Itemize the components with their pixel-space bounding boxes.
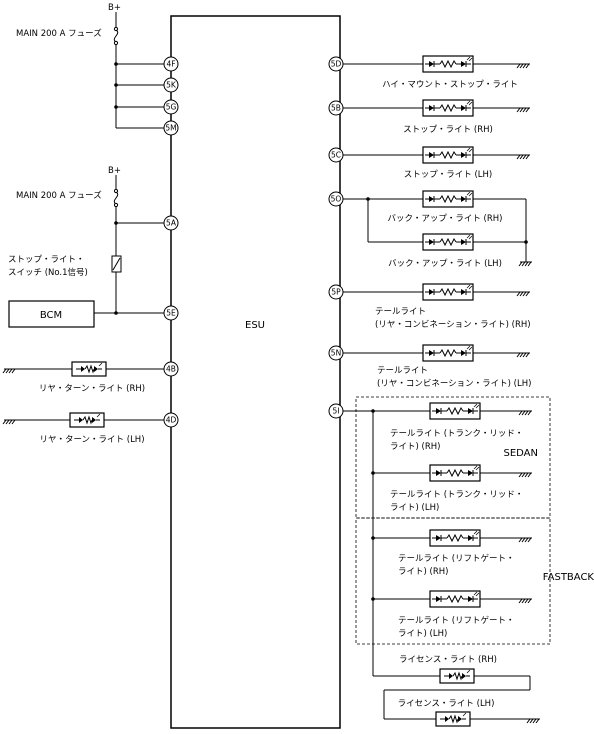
backup-lh-label: バック・アップ・ライト (LH) [388,259,502,269]
pin-5N: 5N [328,345,344,361]
svg-text:5P: 5P [331,288,341,297]
rear-turn-lh-label: リヤ・ターン・ライト (LH) [39,435,144,445]
tail-rh-label-1: テールライト [375,307,426,317]
switch-label-1: ストップ・ライト・ [8,255,85,265]
bcm-box [8,300,95,328]
svg-text:5B: 5B [331,104,341,113]
rear-turn-rh-label: リヤ・ターン・ライト (RH) [39,384,145,394]
esu-label: ESU [245,320,265,331]
bplus-top-label: B+ [108,3,121,13]
trunk-rh-label-1: テールライト (トランク・リッド・ [390,429,523,439]
pin-4F: 4F [163,56,179,72]
svg-text:5K: 5K [166,81,177,90]
pin-5G: 5G [163,99,179,115]
pin-5O: 5O [328,191,344,207]
svg-text:5E: 5E [166,309,176,318]
svg-text:4B: 4B [166,365,176,374]
pin-5A: 5A [163,215,179,231]
esu-box [170,15,341,729]
pin-5C: 5C [328,147,344,163]
pin-5D: 5D [328,56,344,72]
switch-label-2: スイッチ (No.1信号) [8,267,88,278]
svg-text:5O: 5O [331,195,342,204]
fuse-label-mid: MAIN 200 A フューズ [16,190,102,201]
stop-rh-label: ストップ・ライト (RH) [403,125,493,135]
tail-lh-label-1: テールライト [377,366,428,376]
tail-lh-label-2: (リヤ・コンビネーション・ライト) (LH) [377,379,531,389]
tail-rh-label-2: (リヤ・コンビネーション・ライト) (RH) [375,320,531,330]
bcm-label: BCM [40,310,62,321]
stop-lh-label: ストップ・ライト (LH) [404,170,492,180]
trunk-lh-label-1: テールライト (トランク・リッド・ [390,490,523,500]
pin-5M: 5M [163,120,179,136]
svg-text:5A: 5A [166,219,177,228]
sedan-label: SEDAN [503,448,538,459]
license-lh-label: ライセンス・ライト (LH) [398,699,495,709]
bplus-mid-label: B+ [108,166,121,176]
pin-5I: 5I [328,403,344,419]
pin-5K: 5K [163,77,179,93]
pin-4D: 4D [163,412,179,428]
high-mount-label: ハイ・マウント・ストップ・ライト [382,80,518,90]
svg-text:5G: 5G [166,103,177,112]
lift-rh-label-2: ライト) (RH) [398,567,448,577]
svg-text:5I: 5I [333,407,340,416]
svg-text:4F: 4F [166,60,175,69]
svg-text:5C: 5C [331,151,341,160]
pin-5P: 5P [328,284,344,300]
lift-lh-label-1: テールライト (リフトゲート・ [398,615,515,626]
license-rh-label: ライセンス・ライト (RH) [399,655,497,665]
fastback-label: FASTBACK [543,572,594,583]
svg-text:5M: 5M [165,124,176,133]
backup-rh-label: バック・アップ・ライト (RH) [388,214,503,224]
svg-text:5D: 5D [331,60,342,69]
fastback-box [355,517,551,645]
pin-5E: 5E [163,305,179,321]
pin-5B: 5B [328,100,344,116]
trunk-rh-label-2: ライト) (RH) [390,442,440,452]
trunk-lh-label-2: ライト) (LH) [390,503,439,513]
lift-rh-label-1: テールライト (リフトゲート・ [398,553,515,564]
svg-text:4D: 4D [166,416,177,425]
pin-4B: 4B [163,361,179,377]
esu-left-pins: 4F 5K 5G 5M 5A 5E 4B 4D [163,56,179,428]
lift-lh-label-2: ライト) (LH) [398,629,447,639]
fuse-label-top: MAIN 200 A フューズ [16,28,102,39]
esu-right-pins: 5D 5B 5C 5O 5P 5N 5I [328,56,344,419]
svg-text:5N: 5N [331,349,341,358]
